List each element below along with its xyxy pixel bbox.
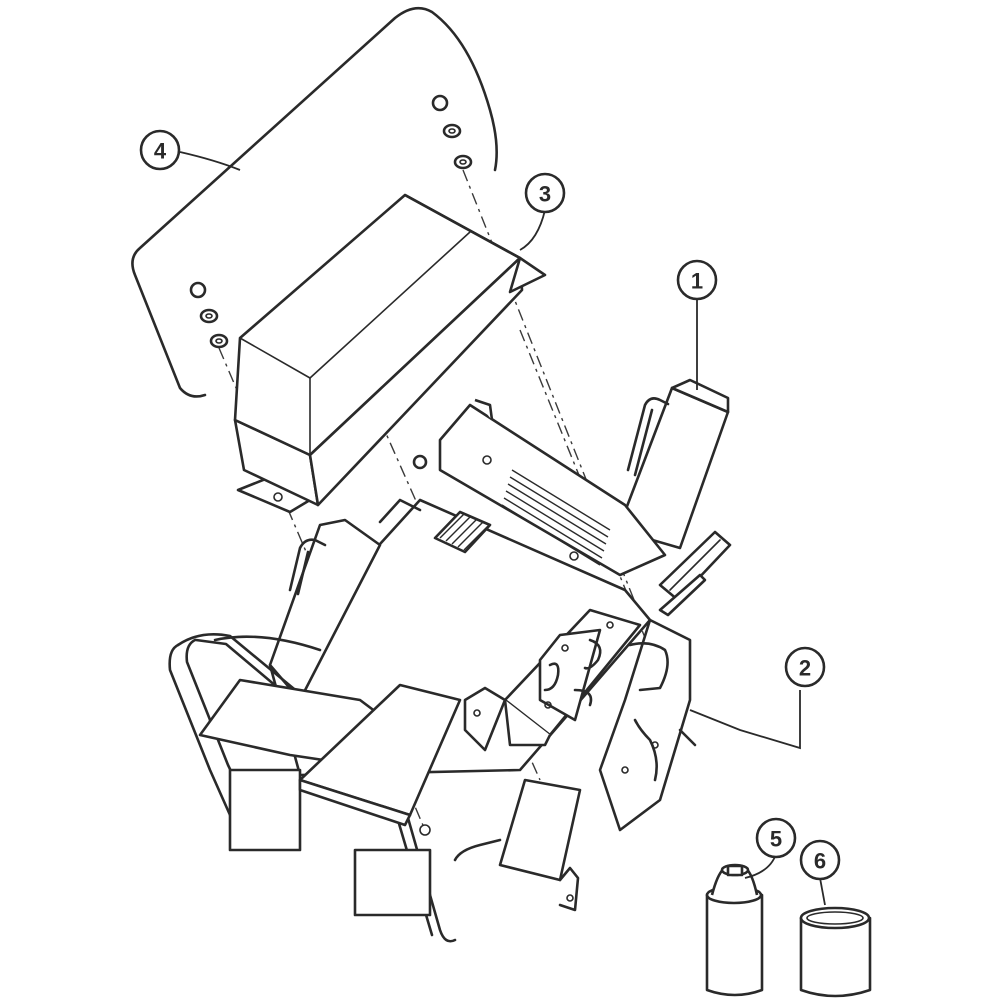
svg-text:4: 4 bbox=[154, 139, 167, 164]
hardware-stack-left bbox=[189, 281, 229, 349]
svg-text:1: 1 bbox=[691, 269, 703, 294]
svg-text:2: 2 bbox=[799, 656, 811, 681]
svg-text:5: 5 bbox=[770, 827, 782, 852]
callout-6: 6 bbox=[799, 839, 841, 881]
svg-text:6: 6 bbox=[814, 849, 826, 874]
hardware-stack-right bbox=[431, 94, 473, 170]
callout-1: 1 bbox=[676, 259, 718, 301]
callout-3: 3 bbox=[524, 172, 566, 214]
callout-4: 4 bbox=[139, 129, 181, 171]
callout-5: 5 bbox=[755, 817, 797, 859]
handle-bracket-right bbox=[616, 378, 730, 550]
paint-can bbox=[799, 906, 872, 998]
callout-leaders bbox=[179, 151, 826, 906]
hardware-group-bracket bbox=[131, 6, 498, 398]
tubular-frame bbox=[168, 633, 462, 943]
callout-2: 2 bbox=[784, 646, 826, 688]
label-hatching bbox=[439, 512, 489, 551]
vent-slots bbox=[501, 469, 611, 566]
spray-can bbox=[705, 863, 764, 997]
cover-box bbox=[233, 193, 547, 514]
svg-text:3: 3 bbox=[539, 182, 551, 207]
